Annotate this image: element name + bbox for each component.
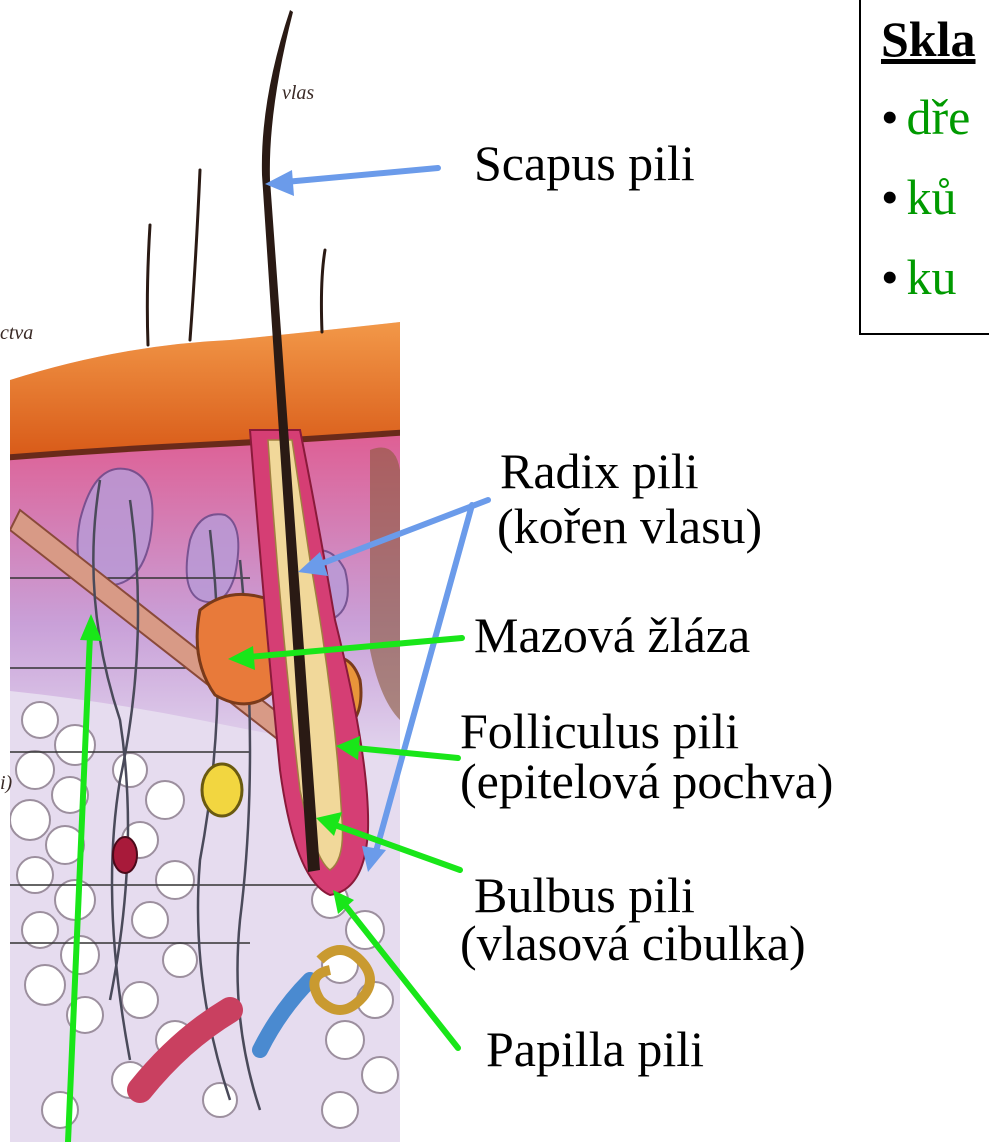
legend-item-text: ku	[907, 249, 957, 305]
label-radix-pili: Radix pili	[500, 448, 699, 494]
label-papilla-pili: Papilla pili	[486, 1026, 704, 1072]
bullet-icon: •	[881, 89, 899, 145]
short-hairs	[147, 170, 325, 345]
legend-box: Skla •dře •ků •ku	[859, 0, 989, 335]
bullet-icon: •	[881, 249, 899, 305]
legend-item: •ků	[881, 168, 957, 226]
label-radix-pili-subtitle: (kořen vlasu)	[497, 503, 762, 549]
label-mazova-zlaza: Mazová žláza	[474, 612, 750, 658]
label-folliculus-pili: Folliculus pili	[460, 708, 739, 754]
label-scapus-pili: Scapus pili	[474, 140, 695, 186]
label-bulbus-pili-subtitle: (vlasová cibulka)	[460, 920, 806, 966]
yellow-corpuscle	[202, 764, 242, 816]
label-bulbus-pili: Bulbus pili	[474, 872, 695, 918]
label-folliculus-pili-subtitle: (epitelová pochva)	[460, 758, 833, 804]
figure-label-fragment: i)	[0, 772, 12, 795]
legend-item: •dře	[881, 88, 970, 146]
legend-item-text: dře	[907, 89, 971, 145]
legend-item: •ku	[881, 248, 957, 306]
skin-illustration	[0, 10, 410, 1142]
bullet-icon: •	[881, 169, 899, 225]
figure-label-side: ctva	[0, 322, 33, 345]
red-vessel	[113, 837, 137, 873]
legend-item-text: ků	[907, 169, 957, 225]
figure-label-vlas: vlas	[282, 82, 314, 105]
arrow-scapus	[285, 168, 438, 182]
legend-title: Skla	[881, 10, 976, 68]
